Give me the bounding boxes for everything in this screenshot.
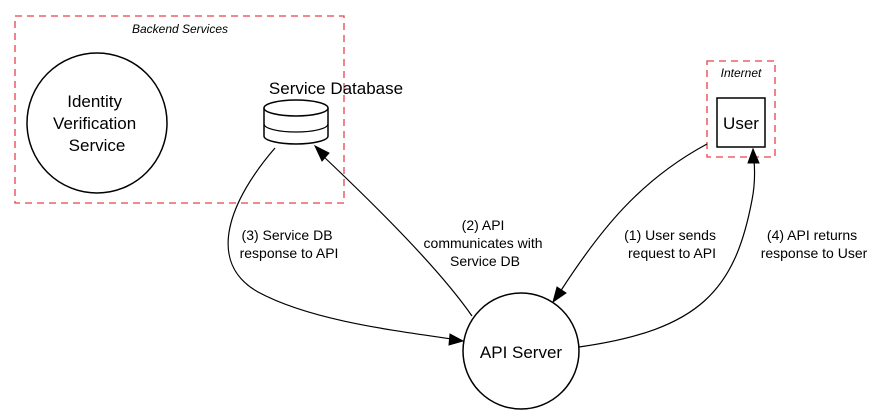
edge-api-to-user-arrowhead: [747, 147, 760, 164]
identity-service-line-1: Identity: [67, 92, 122, 111]
edge-api-to-user-label-line-2: response to User: [761, 245, 868, 261]
cluster-internet-border: [706, 60, 776, 158]
edge-api-to-user-line: [578, 159, 756, 348]
edge-user-to-api-label-line-1: (1) User sends: [624, 227, 716, 243]
edge-api-to-db-label-line-1: (2) API: [462, 217, 505, 233]
edge-api-to-db-label-line-2: communicates with: [424, 235, 543, 251]
cluster-internet: Internet: [706, 60, 776, 158]
user-box: [716, 97, 766, 148]
node-identity-verification-service: Identity Verification Service: [26, 52, 168, 194]
edge-user-to-api-line: [559, 143, 708, 293]
identity-service-line-2: Verification: [53, 114, 136, 133]
node-api-server: API Server: [462, 292, 580, 410]
cluster-backend-border: [14, 15, 345, 204]
user-label: User: [723, 114, 759, 133]
edge-db-to-api-label-line-1: (3) Service DB: [242, 227, 333, 243]
node-user: User: [716, 97, 766, 148]
edge-user-to-api-arrowhead: [552, 286, 567, 304]
cluster-internet-label: Internet: [721, 66, 762, 80]
api-server-circle: [462, 292, 580, 410]
edge-db-to-api-line: [227, 147, 453, 340]
edge-user-to-api: (1) User sends request to API: [552, 143, 720, 304]
database-cylinder-top: [263, 99, 329, 117]
edge-db-to-api-label-line-2: response to API: [240, 245, 339, 261]
edge-db-to-api-label: (3) Service DB response to API: [240, 227, 339, 261]
identity-service-line-3: Service: [69, 136, 126, 155]
edge-api-to-db-arrowhead: [313, 144, 330, 162]
edge-api-to-db-label: (2) API communicates with Service DB: [424, 217, 547, 269]
edge-api-to-db-line: [322, 155, 473, 317]
cluster-backend-services: Backend Services: [14, 15, 345, 204]
edge-api-to-user: (4) API returns response to User: [578, 147, 868, 348]
cluster-backend-label: Backend Services: [132, 22, 228, 36]
identity-service-circle: [26, 52, 168, 194]
database-cylinder-band: [263, 123, 329, 133]
edge-user-to-api-label-line-2: request to API: [628, 245, 716, 261]
service-database-label: Service Database: [269, 79, 403, 98]
identity-service-label: Identity Verification Service: [53, 92, 141, 155]
edge-api-to-db: (2) API communicates with Service DB: [313, 144, 547, 317]
node-service-database: Service Database: [263, 79, 403, 145]
edge-api-to-user-label-line-1: (4) API returns: [767, 227, 857, 243]
database-cylinder-body: [263, 108, 329, 145]
edge-api-to-db-label-line-3: Service DB: [450, 253, 520, 269]
edge-user-to-api-label: (1) User sends request to API: [624, 227, 720, 261]
edge-api-to-user-label: (4) API returns response to User: [761, 227, 868, 261]
edge-db-to-api-arrowhead: [448, 333, 465, 346]
edge-db-to-api: (3) Service DB response to API: [227, 147, 465, 346]
api-server-label: API Server: [480, 343, 563, 362]
